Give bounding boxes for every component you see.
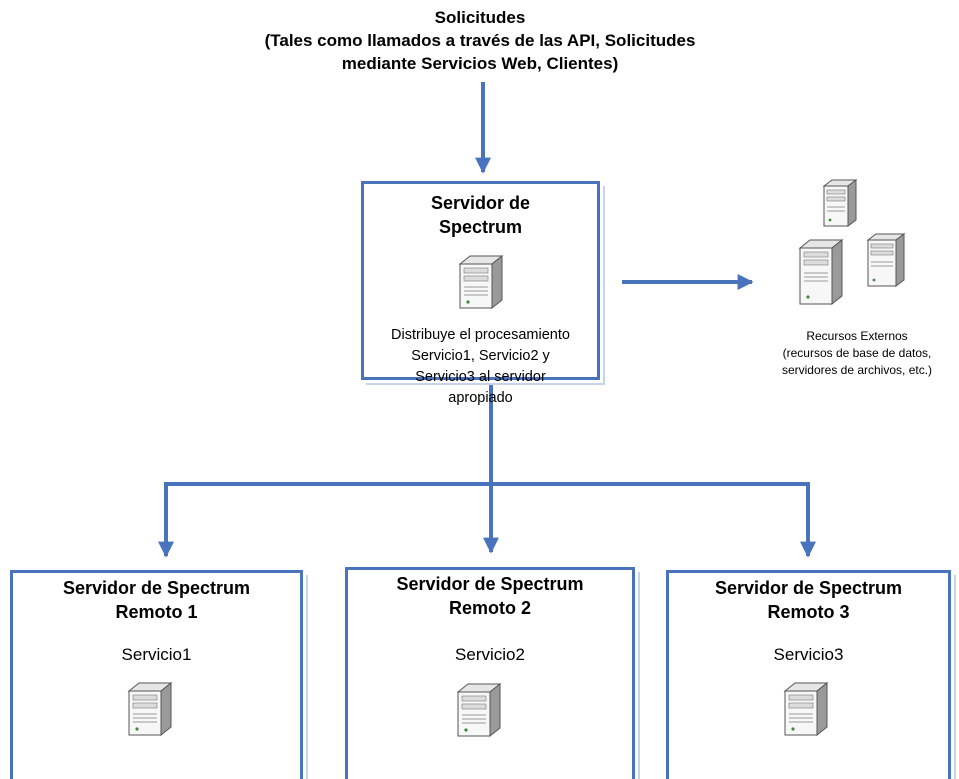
server-icon-back [822, 179, 858, 227]
main-server-desc-line-3: Servicio3 al servidor [415, 369, 546, 385]
main-server-desc-line-2: Servicio1, Servicio2 y [411, 348, 550, 364]
server-icon [127, 681, 173, 737]
remote-server-2-title: Servidor de Spectrum Remoto 2 [348, 572, 632, 620]
header-line-1: Solicitudes [434, 8, 526, 27]
main-server-desc-line-4: apropiado [448, 390, 513, 406]
remote-server-1-title: Servidor de Spectrum Remoto 1 [13, 576, 300, 624]
main-server-description: Distribuye el procesamiento Servicio1, S… [364, 325, 597, 409]
remote-server-1-service: Servicio1 [121, 645, 192, 664]
server-icon [458, 254, 504, 310]
external-label-line-1: Recursos Externos [806, 329, 908, 343]
remote-server-1-title-line-2: Remoto 1 [115, 602, 198, 622]
remote-server-2-service: Servicio2 [455, 645, 525, 664]
main-server-box: Servidor de Spectrum Distribuye el proce… [361, 181, 600, 406]
requests-header: Solicitudes (Tales como llamados a travé… [220, 6, 740, 75]
remote-server-3-title: Servidor de Spectrum Remoto 3 [669, 576, 948, 624]
main-server-desc-line-1: Distribuye el procesamiento [391, 327, 570, 343]
remote-server-2-title-line-1: Servidor de Spectrum [396, 574, 584, 594]
server-icon-right [866, 233, 906, 287]
header-line-3: mediante Servicios Web, Clientes) [341, 54, 619, 73]
external-label-line-2: (recursos de base de datos, [782, 346, 932, 360]
remote-server-3-title-line-2: Remoto 3 [767, 602, 850, 622]
main-server-title: Servidor de Spectrum [364, 191, 597, 239]
remote-server-3-service: Servicio3 [773, 645, 844, 664]
external-resources-label: Recursos Externos (recursos de base de d… [748, 328, 959, 379]
server-icon [783, 681, 829, 737]
server-icon-front [798, 238, 844, 306]
server-icon [456, 682, 502, 738]
main-server-title-line-2: Spectrum [438, 217, 523, 237]
remote-server-3-title-line-1: Servidor de Spectrum [714, 578, 903, 598]
external-label-line-3: servidores de archivos, etc.) [781, 363, 933, 377]
remote-server-1-title-line-1: Servidor de Spectrum [62, 578, 251, 598]
remote-server-box-3: Servidor de Spectrum Remoto 3 Servicio3 [666, 570, 951, 779]
main-server-title-line-1: Servidor de [430, 193, 531, 213]
remote-server-2-title-line-2: Remoto 2 [448, 598, 531, 618]
remote-server-box-2: Servidor de Spectrum Remoto 2 Servicio2 [345, 567, 635, 779]
server-cluster-icon [798, 179, 906, 306]
header-line-2: (Tales como llamados a través de las API… [264, 31, 696, 50]
remote-server-box-1: Servidor de Spectrum Remoto 1 Servicio1 [10, 570, 303, 779]
